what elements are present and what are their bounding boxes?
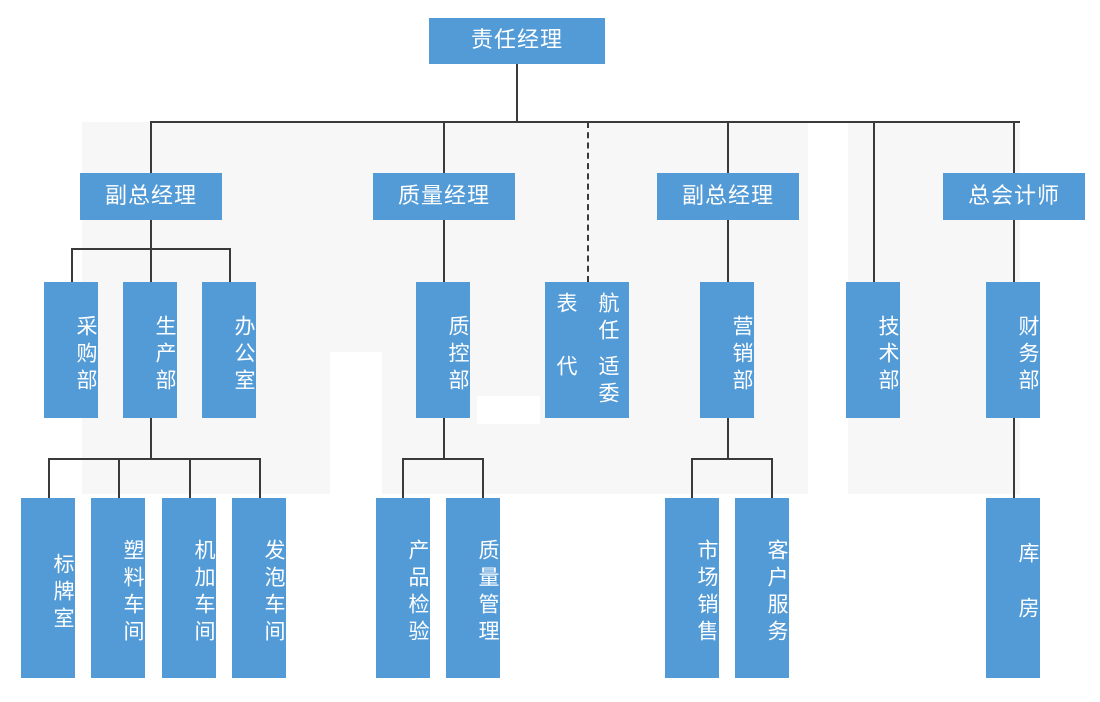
connector-bus-marketing	[691, 458, 773, 460]
node-customer-service[interactable]: 客户服务	[735, 498, 789, 678]
node-sign-room[interactable]: 标牌室	[21, 498, 75, 678]
connector-stem-marketing	[727, 418, 729, 459]
node-office[interactable]: 办公室	[202, 282, 256, 418]
node-label: 采购部	[74, 314, 98, 396]
node-label: 质量管理	[476, 539, 500, 647]
connector-drop-quality-management	[482, 458, 484, 498]
node-marketing-dept[interactable]: 营销部	[700, 282, 754, 418]
connector-drop-product-inspection	[402, 458, 404, 498]
connector-drop-machining-shop	[189, 458, 191, 498]
node-finance-dept[interactable]: 财务部	[986, 282, 1040, 418]
node-foaming-workshop[interactable]: 发泡车间	[232, 498, 286, 678]
node-label: 总会计师	[967, 183, 1060, 209]
node-chief-accountant[interactable]: 总会计师	[943, 173, 1085, 220]
connector-drop-deputy-gm-2	[727, 122, 729, 173]
background-panel-gap-d	[808, 122, 848, 494]
connector-bus-deputy-gm-1	[71, 248, 231, 250]
connector-drop-sign-room	[48, 458, 50, 498]
node-market-sales[interactable]: 市场销售	[665, 498, 719, 678]
node-root-responsible-manager[interactable]: 责任经理	[429, 18, 605, 64]
connector-bus-production	[48, 458, 260, 460]
node-product-inspection[interactable]: 产品检验	[376, 498, 430, 678]
connector-drop-chief-accountant	[1013, 122, 1015, 173]
connector-stem-quality-control	[443, 418, 445, 459]
connector-stem-chief-accountant	[1013, 220, 1015, 282]
node-deputy-gm-2[interactable]: 副总经理	[657, 173, 799, 220]
background-panel-gap-b	[330, 352, 382, 494]
connector-main-bus	[150, 121, 1020, 123]
connector-bus-quality-control	[402, 458, 484, 460]
node-label-column-right: 航任表	[554, 292, 620, 346]
connector-root-stem	[516, 64, 518, 122]
node-quality-control-dept[interactable]: 质控部	[416, 282, 470, 418]
node-label: 副总经理	[681, 183, 774, 209]
node-airworthiness-representative[interactable]: 航任表 适委代	[545, 282, 629, 418]
node-label: 营销部	[730, 314, 754, 396]
connector-drop-office	[229, 248, 231, 282]
node-plastic-workshop[interactable]: 塑料车间	[91, 498, 145, 678]
node-quality-manager[interactable]: 质量经理	[373, 173, 515, 220]
connector-stem-production	[150, 418, 152, 459]
node-technology-dept[interactable]: 技术部	[846, 282, 900, 418]
node-quality-management[interactable]: 质量管理	[446, 498, 500, 678]
node-label: 标牌室	[51, 552, 75, 634]
connector-drop-plastic-shop	[118, 458, 120, 498]
node-label: 库房	[1016, 542, 1040, 652]
node-warehouse[interactable]: 库房	[986, 498, 1040, 678]
node-label: 客户服务	[765, 539, 789, 647]
node-label: 市场销售	[695, 539, 719, 647]
node-label: 办公室	[232, 314, 256, 396]
connector-drop-deputy-gm-1	[150, 122, 152, 173]
node-deputy-gm-1[interactable]: 副总经理	[80, 173, 222, 220]
node-label: 副总经理	[104, 183, 197, 209]
connector-drop-purchasing	[71, 248, 73, 282]
node-label: 质量经理	[397, 183, 490, 209]
node-label: 质控部	[446, 314, 470, 396]
connector-drop-foaming-shop	[259, 458, 261, 498]
node-label: 生产部	[153, 314, 177, 396]
node-purchasing-dept[interactable]: 采购部	[44, 282, 98, 418]
connector-drop-quality-manager	[443, 122, 445, 173]
node-label: 产品检验	[406, 539, 430, 647]
node-label: 机加车间	[192, 539, 216, 647]
connector-drop-customer-service	[771, 458, 773, 498]
node-production-dept[interactable]: 生产部	[123, 282, 177, 418]
node-label: 塑料车间	[121, 539, 145, 647]
background-panel-gap-c	[477, 396, 540, 424]
node-label-column-left: 适委代	[554, 355, 620, 409]
connector-dashed-airworthiness-rep	[587, 122, 589, 282]
node-label: 财务部	[1016, 314, 1040, 396]
connector-drop-technology	[873, 122, 875, 282]
connector-stem-deputy-gm-1	[150, 220, 152, 282]
node-label: 技术部	[876, 314, 900, 396]
node-machining-workshop[interactable]: 机加车间	[162, 498, 216, 678]
connector-drop-market-sales	[691, 458, 693, 498]
connector-stem-finance-warehouse	[1013, 418, 1015, 498]
connector-stem-deputy-gm-2	[727, 220, 729, 282]
node-label: 责任经理	[470, 28, 563, 54]
node-label: 发泡车间	[262, 539, 286, 647]
connector-stem-quality-manager	[443, 220, 445, 282]
